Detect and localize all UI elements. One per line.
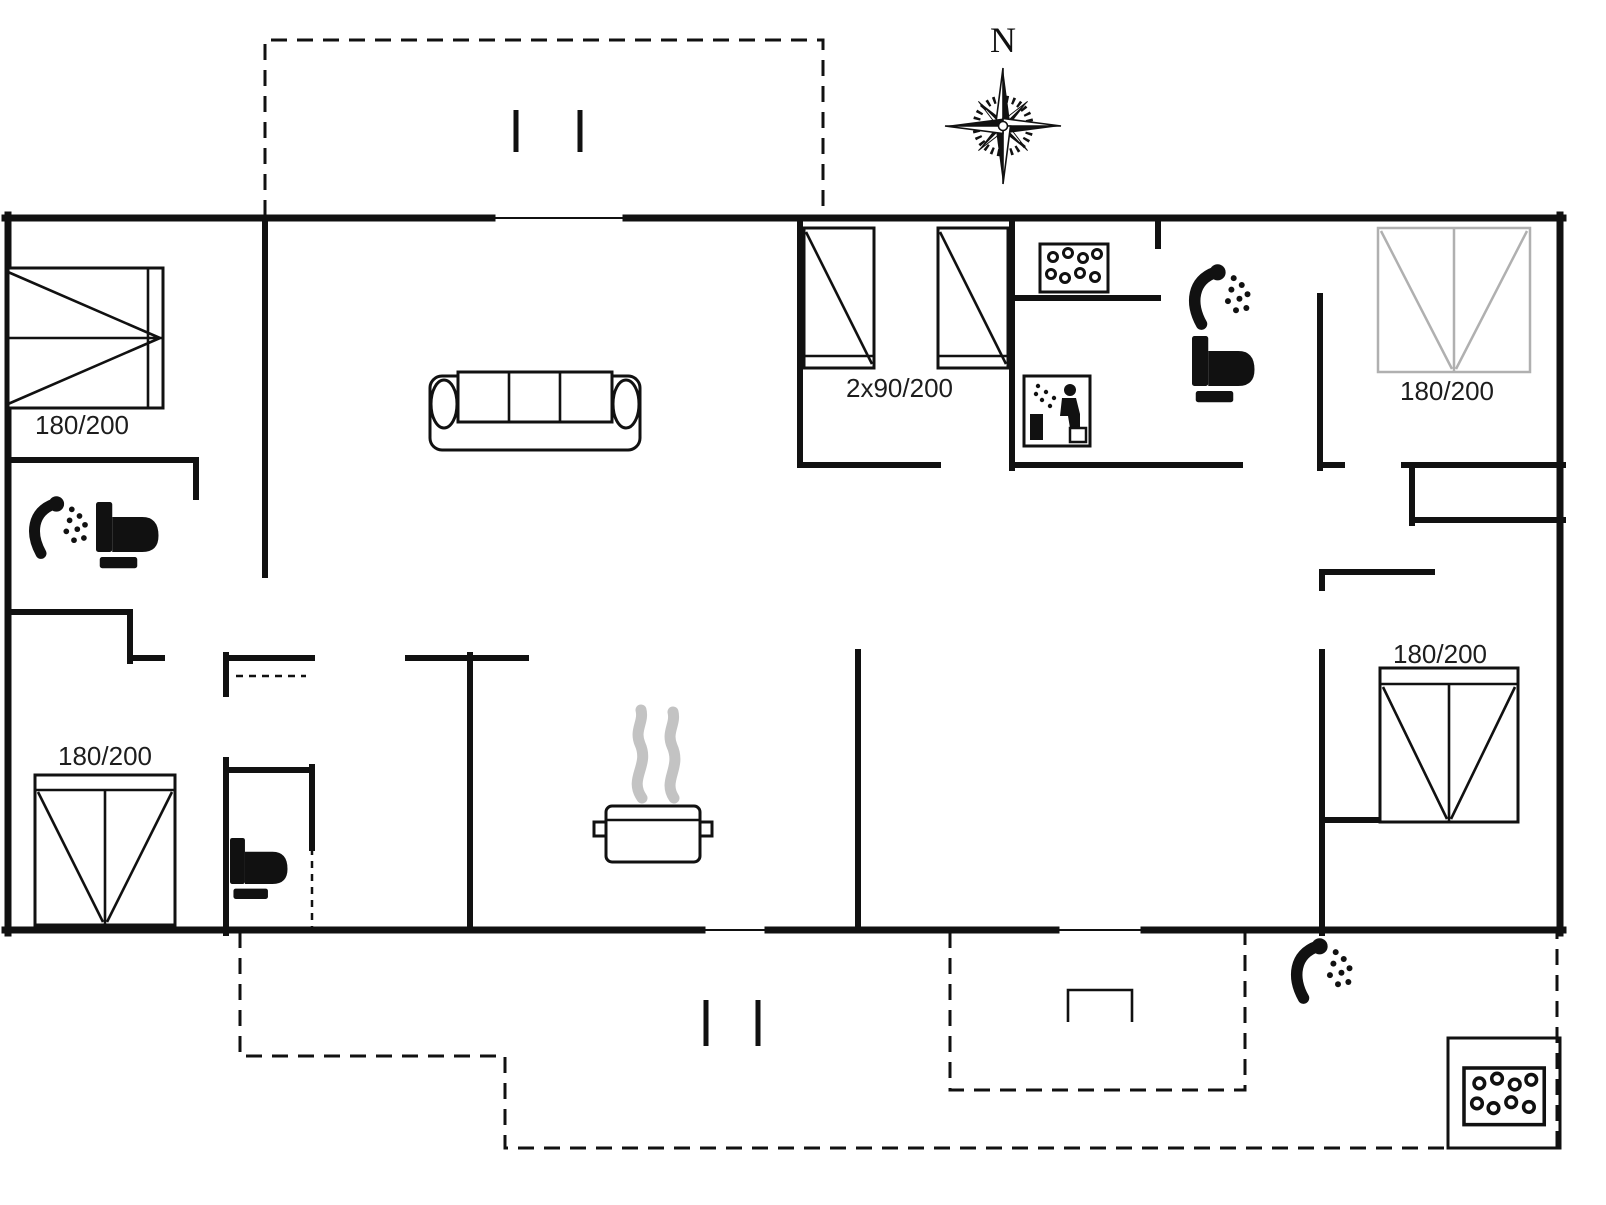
twin-beds-size-label: 2x90/200: [846, 373, 953, 403]
wall-openings: [492, 217, 1144, 931]
outdoor-whirlpool-icon: [1462, 1066, 1547, 1127]
compass-north-label: N: [990, 20, 1016, 60]
terrace-outline-middle: [948, 932, 1247, 1092]
single-bed-right: [936, 226, 1010, 370]
bed-size-label-mid-right: 180/200: [1393, 639, 1487, 669]
shower-icon-right-bath: [1195, 264, 1251, 324]
terrace-table-icon: [1066, 988, 1134, 1022]
sauna-icon: [1022, 374, 1092, 448]
whirlpool-icon-bath: [1038, 242, 1110, 294]
interior-walls: [5, 215, 1566, 936]
bed-size-label-top-left: 180/200: [35, 410, 129, 440]
interior-door-dashes: [236, 674, 314, 928]
toilet-icon-right-bath: [1192, 336, 1255, 403]
double-bed-mid-right: [1378, 666, 1520, 824]
outdoor-spa-enclosure: [1446, 1036, 1562, 1150]
outer-walls: [1, 211, 1567, 937]
shower-icon-left-bath: [35, 496, 88, 553]
double-bed-top-right-ghost: [1376, 226, 1532, 374]
terrace-step-marks: [513, 110, 761, 1046]
single-bed-left: [802, 226, 876, 370]
bed-size-label-top-right: 180/200: [1400, 376, 1494, 406]
double-bed-bottom-left: [33, 773, 177, 927]
sofa-icon: [428, 370, 642, 452]
terrace-outline-bottom: [238, 932, 1559, 1150]
terrace-outline-top: [263, 38, 825, 216]
bed-size-label-bottom-left: 180/200: [58, 741, 152, 771]
steaming-pot-icon: [592, 704, 714, 864]
toilet-icon-left-bath: [96, 502, 159, 569]
compass-rose-icon: [944, 67, 1062, 185]
double-bed-top-left: [6, 266, 165, 410]
outdoor-shower-icon: [1297, 938, 1353, 998]
toilet-icon-wc: [230, 838, 288, 899]
